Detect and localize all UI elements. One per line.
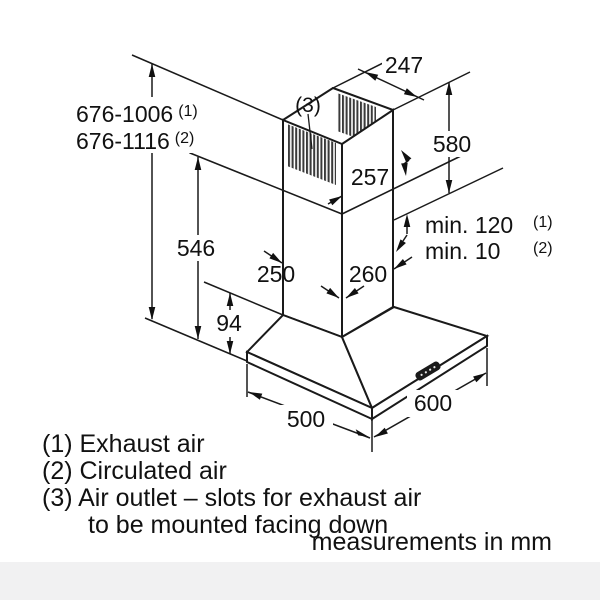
dim-580: 580 xyxy=(433,131,471,157)
top-reference-line xyxy=(131,54,284,121)
canopy-top-extension xyxy=(203,281,284,316)
control-buttons xyxy=(415,361,441,381)
junction-line-right xyxy=(341,152,468,215)
dimension-labels: 676-1006(1) 676-1116(2) (3) 247 580 257 … xyxy=(74,51,553,432)
chimney xyxy=(189,87,468,339)
dim-overall-height-2: 676-1116(2) xyxy=(76,128,194,154)
label-3-leader xyxy=(307,113,313,150)
arrow-580-top xyxy=(445,82,453,95)
dim-257: 257 xyxy=(351,164,389,190)
arrow-clearance-down xyxy=(396,239,406,252)
arrow-257-up xyxy=(401,150,412,163)
legend-air-outlet-cont: to be mounted facing down xyxy=(88,511,388,539)
arrow-600-left xyxy=(375,427,388,437)
dim-546: 546 xyxy=(177,235,215,261)
arrow-676-top xyxy=(148,64,156,77)
arrow-546-bottom xyxy=(194,326,202,339)
dim-250: 250 xyxy=(257,261,295,287)
arrow-500-left xyxy=(249,392,263,400)
dim-500: 500 xyxy=(287,406,325,432)
arrow-94-top xyxy=(226,293,234,306)
chimney-front-right-face xyxy=(341,108,394,339)
junction-line-left xyxy=(189,152,343,215)
arrow-676-bottom xyxy=(148,307,156,320)
dim-247: 247 xyxy=(385,52,423,78)
dim-min-120: min. 120(1) xyxy=(425,212,553,238)
legend-circulated-air: (2) Circulated air xyxy=(42,457,227,485)
label-air-outlet: (3) xyxy=(295,94,321,117)
ref-top-right xyxy=(392,71,471,111)
arrow-500-right xyxy=(355,429,369,437)
footer-band xyxy=(0,562,600,600)
arrow-260-right xyxy=(394,259,407,269)
dim-600: 600 xyxy=(414,390,452,416)
dim-min-10: min. 10(2) xyxy=(425,238,553,264)
chimney-slots-front xyxy=(287,124,336,185)
arrow-250-left xyxy=(269,252,282,263)
arrowheads xyxy=(148,64,486,437)
arrow-250-right xyxy=(326,287,339,298)
arrow-247-left xyxy=(365,72,379,81)
legend-air-outlet: (3) Air outlet – slots for exhaust air xyxy=(42,484,421,512)
legend-exhaust-air: (1) Exhaust air xyxy=(42,430,205,458)
ref-top-rear xyxy=(332,61,386,89)
arrow-257-down xyxy=(401,162,408,176)
arrow-600-right xyxy=(473,373,486,383)
arrow-260-left xyxy=(346,288,359,298)
legend: (1) Exhaust air (2) Circulated air (3) A… xyxy=(42,430,552,556)
clearance-down-shaft xyxy=(402,234,408,242)
arrow-257-left xyxy=(329,196,342,206)
dim-94: 94 xyxy=(216,310,242,336)
dim-260: 260 xyxy=(349,261,387,287)
arrow-580-bottom xyxy=(445,180,453,193)
dim-overall-height-1: 676-1006(1) xyxy=(76,101,198,127)
arrow-247-right xyxy=(403,88,417,97)
arrow-94-bottom xyxy=(226,341,234,354)
footer-note: measurements in mm xyxy=(312,528,552,556)
arrow-clearance-up xyxy=(403,214,411,227)
canopy xyxy=(245,305,490,421)
ref-clearance-top xyxy=(393,167,504,221)
arrow-546-top xyxy=(194,157,202,170)
